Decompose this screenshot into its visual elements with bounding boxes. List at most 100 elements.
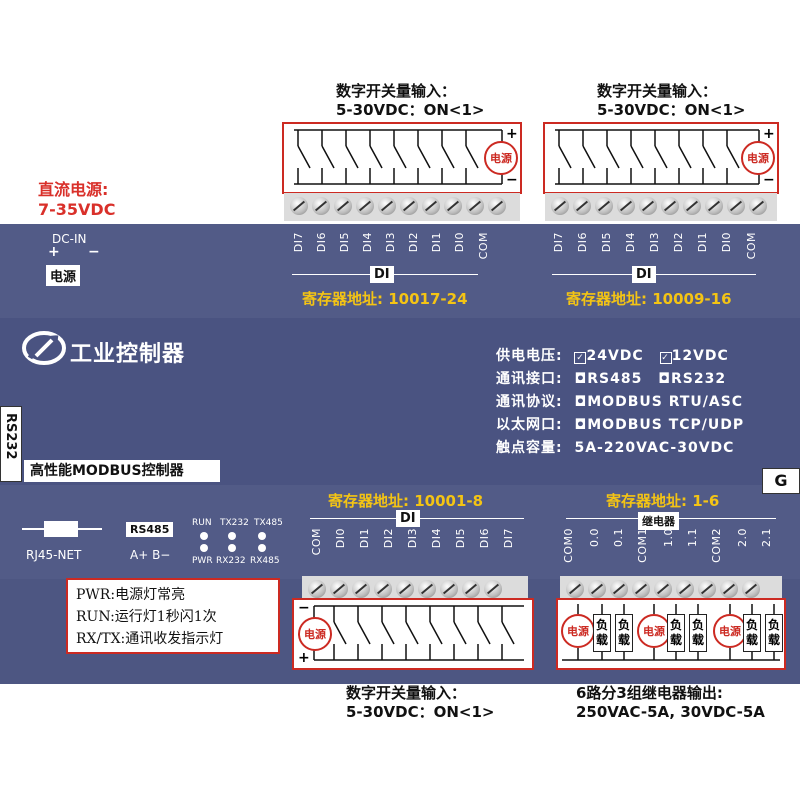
screw-terminal[interactable] (610, 580, 628, 598)
plus-sign: + (506, 126, 518, 142)
di-group-label: DI (632, 266, 656, 283)
caption-spec: 5-30VDC：ON<1> (346, 703, 495, 721)
rj45-port-icon[interactable] (20, 518, 104, 540)
screw-terminal[interactable] (698, 580, 716, 598)
spec-value: MODBUS RTU/ASC (587, 394, 744, 410)
led-rx485-label: RX485 (250, 556, 280, 566)
screw-terminal[interactable] (334, 197, 352, 215)
checkbox-24vdc[interactable]: ✓ (574, 352, 587, 364)
top-right-terminal-block[interactable] (545, 193, 777, 221)
screw-terminal[interactable] (595, 197, 613, 215)
led-tx232-label: TX232 (220, 518, 249, 528)
pin-label: DI5 (454, 528, 467, 549)
load-icon: 负载 (743, 614, 761, 652)
power-source-icon: 电源 (561, 614, 595, 648)
power-source-icon: 电源 (298, 617, 332, 651)
caption-title: 6路分3组继电器输出: (576, 684, 723, 702)
power-tag: 电源 (46, 265, 81, 286)
pin-label: DI6 (315, 232, 328, 253)
screw-terminal[interactable] (290, 197, 308, 215)
screw-terminal[interactable] (617, 197, 635, 215)
power-supply-range: 7-35VDC (38, 200, 116, 219)
screw-terminal[interactable] (573, 197, 591, 215)
caption-title: 数字开关量输入： (597, 82, 718, 100)
led-rx485-indicator (258, 544, 266, 552)
spec-value: RS232 (670, 371, 727, 387)
screw-terminal[interactable] (422, 197, 440, 215)
power-source-icon: 电源 (741, 141, 775, 175)
legend-rxtx: RX/TX:通讯收发指示灯 (76, 631, 224, 647)
caption-spec: 5-30VDC：ON<1> (597, 101, 746, 119)
screw-terminal[interactable] (312, 197, 330, 215)
screw-terminal[interactable] (588, 580, 606, 598)
load-icon: 负载 (667, 614, 685, 652)
checkbox-12vdc[interactable]: ✓ (659, 352, 672, 364)
screw-terminal[interactable] (705, 197, 723, 215)
screw-terminal[interactable] (308, 580, 326, 598)
screw-terminal[interactable] (400, 197, 418, 215)
switch-bank-diagram (294, 129, 503, 185)
screw-terminal[interactable] (484, 580, 502, 598)
brand-logo-icon (22, 331, 66, 365)
minus-sign: − (763, 172, 775, 188)
plus-sign: + (298, 650, 310, 666)
rs232-label: RS232 (3, 413, 18, 460)
top-left-terminal-block[interactable] (284, 193, 520, 221)
screw-terminal[interactable] (330, 580, 348, 598)
dc-minus: − (88, 244, 100, 260)
screw-terminal[interactable] (466, 197, 484, 215)
screw-terminal[interactable] (566, 580, 584, 598)
pin-label: DI5 (600, 232, 613, 253)
screw-terminal[interactable] (352, 580, 370, 598)
screw-terminal[interactable] (639, 197, 657, 215)
led-run-indicator (200, 532, 208, 540)
caption-spec: 5-30VDC：ON<1> (336, 101, 485, 119)
screw-terminal[interactable] (488, 197, 506, 215)
led-rx232-indicator (228, 544, 236, 552)
led-rx232-label: RX232 (216, 556, 246, 566)
power-source-icon: 电源 (637, 614, 671, 648)
screw-terminal[interactable] (683, 197, 701, 215)
product-title: 高性能MODBUS控制器 (24, 460, 220, 482)
pin-label: DI2 (672, 232, 685, 253)
spec-label: 以太网口: (496, 417, 563, 433)
screw-terminal[interactable] (727, 197, 745, 215)
rs232-port-tab[interactable]: RS232 (0, 406, 22, 482)
ground-label: G (762, 468, 800, 494)
screw-terminal[interactable] (462, 580, 480, 598)
screw-terminal[interactable] (676, 580, 694, 598)
screw-terminal[interactable] (551, 197, 569, 215)
pin-label: DI2 (407, 232, 420, 253)
pin-label: 0.0 (588, 528, 601, 547)
screw-terminal[interactable] (440, 580, 458, 598)
bullet-icon: ◘ (574, 394, 588, 410)
pin-label: DI4 (430, 528, 443, 549)
led-tx485-label: TX485 (254, 518, 283, 528)
pin-label: 2.0 (736, 528, 749, 547)
screw-terminal[interactable] (661, 197, 679, 215)
screw-terminal[interactable] (742, 580, 760, 598)
screw-terminal[interactable] (444, 197, 462, 215)
relay-group-label: 继电器 (638, 512, 679, 530)
screw-terminal[interactable] (654, 580, 672, 598)
spec-value: 24VDC (586, 348, 644, 364)
spec-label: 供电电压: (496, 348, 563, 364)
screw-terminal[interactable] (418, 580, 436, 598)
screw-terminal[interactable] (720, 580, 738, 598)
screw-terminal[interactable] (396, 580, 414, 598)
screw-terminal[interactable] (378, 197, 396, 215)
screw-terminal[interactable] (632, 580, 650, 598)
screw-terminal[interactable] (356, 197, 374, 215)
screw-terminal[interactable] (374, 580, 392, 598)
di-group-label: DI (396, 510, 420, 527)
minus-sign: − (506, 172, 518, 188)
power-supply-caption: 直流电源: 7-35VDC (38, 180, 115, 220)
pin-label: COM (477, 232, 490, 260)
pin-label: DI4 (361, 232, 374, 253)
screw-terminal[interactable] (749, 197, 767, 215)
bullet-icon: ◘ (658, 371, 671, 387)
bottom-input-caption: 数字开关量输入： 5-30VDC：ON<1> (346, 684, 494, 722)
spec-value: 12VDC (671, 348, 729, 364)
pin-label: DI7 (552, 232, 565, 253)
pin-label: DI1 (696, 232, 709, 253)
